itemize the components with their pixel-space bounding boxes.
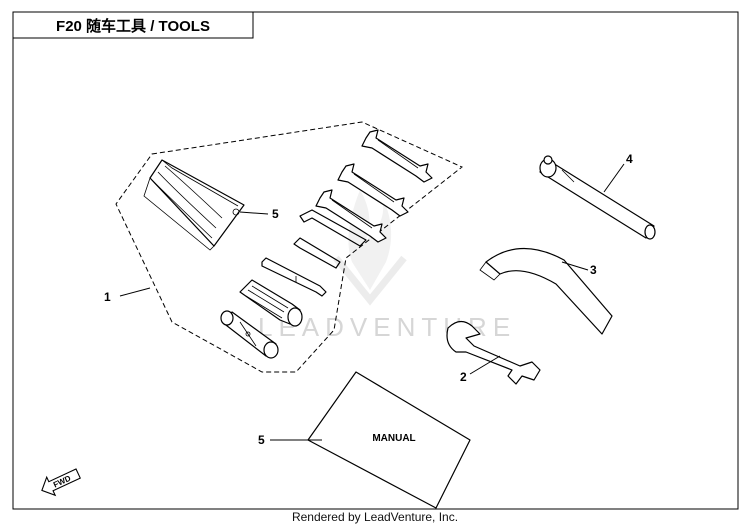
- tool-handle-bar: [539, 155, 656, 240]
- callout-5-pouch: 5: [272, 207, 279, 221]
- render-credit: Rendered by LeadVenture, Inc.: [291, 510, 459, 524]
- leader-line-4: [603, 163, 625, 193]
- leader-line-1: [119, 287, 151, 297]
- screwdriver-bit: [261, 257, 327, 297]
- open-end-wrench-3: [315, 189, 387, 243]
- screwdriver-handle: [239, 279, 303, 327]
- callout-3: 3: [590, 263, 597, 277]
- owners-manual: [307, 371, 471, 509]
- open-end-wrench-1: [361, 129, 433, 183]
- leader-line-3: [561, 261, 589, 271]
- callout-4: 4: [626, 152, 633, 166]
- hook-spanner: [479, 247, 613, 335]
- hex-key-small: [293, 237, 341, 269]
- double-open-wrench: [446, 320, 541, 385]
- hex-key-large: [299, 209, 367, 247]
- callout-2: 2: [460, 370, 467, 384]
- diagram-border: [12, 11, 739, 510]
- callout-5-manual: 5: [258, 433, 265, 447]
- leader-line-5-pouch: [239, 211, 269, 215]
- callout-1: 1: [104, 290, 111, 304]
- fwd-arrow-icon: FWD: [41, 468, 81, 497]
- fwd-label: FWD: [52, 474, 73, 490]
- spark-plug-socket: [220, 310, 279, 359]
- manual-label: MANUAL: [372, 433, 415, 444]
- tool-kit-outline: [115, 121, 463, 373]
- watermark-logo: [333, 190, 407, 306]
- title-box: [12, 11, 254, 39]
- page-title: F20 随车工具 / TOOLS: [56, 17, 210, 35]
- leader-line-2: [469, 355, 501, 375]
- tool-pouch: [143, 159, 245, 251]
- open-end-wrench-2: [337, 163, 409, 217]
